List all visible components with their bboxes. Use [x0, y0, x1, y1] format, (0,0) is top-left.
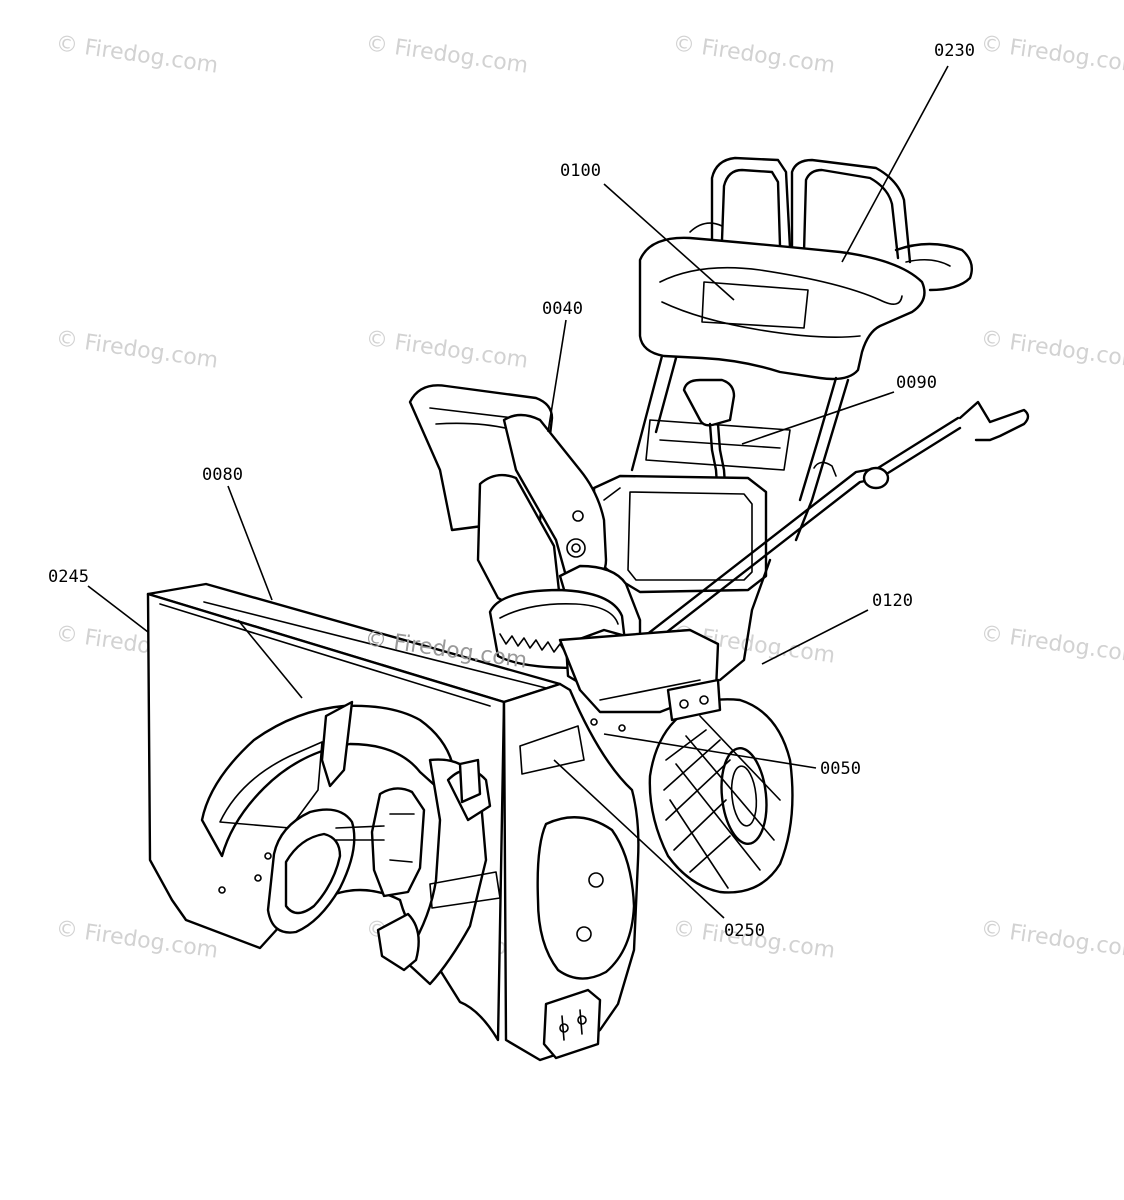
watermark: © Firedog.com — [54, 326, 220, 374]
callout-0245: 0245 — [48, 567, 89, 587]
callout-0040: 0040 — [542, 299, 583, 319]
discharge-chute — [408, 384, 642, 670]
leader-0080 — [227, 485, 273, 601]
leader-0230 — [841, 65, 949, 263]
callout-0100: 0100 — [560, 161, 601, 181]
leader-0245 — [87, 585, 149, 633]
callout-0230: 0230 — [934, 41, 975, 61]
snow-thrower-illustration — [146, 156, 1030, 1062]
engine — [592, 474, 768, 594]
leader-0100 — [603, 183, 735, 301]
leader-0080b — [237, 619, 303, 699]
handle-assembly — [689, 156, 973, 292]
leader-0050 — [603, 733, 817, 769]
watermark: © Firedog.com — [364, 31, 530, 79]
chute-crank — [630, 400, 1030, 658]
leader-0120 — [761, 609, 869, 665]
watermark: © Firedog.com — [979, 916, 1124, 964]
watermark: © Firedog.com — [671, 31, 837, 79]
watermark: © Firedog.com — [979, 326, 1124, 374]
leader-lines — [87, 65, 949, 919]
frame-bracket — [666, 558, 772, 722]
auger — [200, 700, 501, 986]
control-panel — [638, 236, 926, 381]
watermark: © Firedog.com — [979, 31, 1124, 79]
leader-0040 — [547, 319, 567, 433]
watermark: © Firedog.com — [979, 621, 1124, 669]
callout-0050: 0050 — [820, 759, 861, 779]
callout-0090: 0090 — [896, 373, 937, 393]
callout-0250: 0250 — [724, 921, 765, 941]
watermark: © Firedog.com — [54, 31, 220, 79]
leader-0090 — [741, 391, 895, 445]
callout-labels: 0230 0100 0040 0090 0080 0245 0120 0050 … — [48, 41, 975, 941]
auger-side-plate — [502, 682, 640, 1062]
leader-0250 — [553, 759, 725, 919]
callout-0080: 0080 — [202, 465, 243, 485]
watermark: © Firedog.com — [364, 326, 530, 374]
callout-0120: 0120 — [872, 591, 913, 611]
wheel — [648, 698, 794, 894]
